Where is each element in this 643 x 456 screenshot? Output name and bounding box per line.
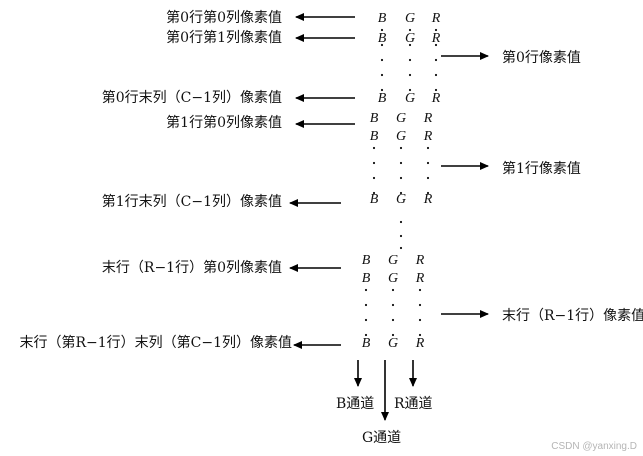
label-lastrow-col0: 末行（R−1行）第0列像素值	[102, 259, 282, 276]
ellipsis-dot	[372, 161, 376, 165]
r-channel-label: R通道	[394, 396, 433, 412]
ellipsis-dot	[380, 28, 384, 32]
ellipsis-dot	[434, 28, 438, 32]
ellipsis-dot	[391, 318, 395, 322]
ellipsis-dot	[399, 176, 403, 180]
ellipsis-dot	[372, 191, 376, 195]
pixel-g-value: G	[405, 91, 415, 106]
b-channel-label: B通道	[336, 396, 374, 412]
ellipsis-dot	[399, 220, 403, 224]
pixel-g-value: G	[396, 192, 406, 207]
label-row1-lastcol: 第1行末列（C−1列）像素值	[102, 193, 282, 210]
ellipsis-dot	[434, 43, 438, 47]
label-row0-col0: 第0行第0列像素值	[166, 9, 282, 26]
pixel-b-value: B	[362, 253, 371, 268]
pixel-r-value: R	[415, 253, 425, 268]
pixel-g-value: G	[396, 111, 406, 126]
pixel-g-value: G	[405, 31, 415, 46]
pixel-g-value: G	[405, 11, 415, 26]
pixel-b-value: B	[378, 31, 387, 46]
ellipsis-dot	[399, 146, 403, 150]
label-row0-lastcol: 第0行末列（C−1列）像素值	[102, 89, 282, 106]
ellipsis-dot	[434, 58, 438, 62]
ellipsis-dot	[399, 234, 403, 238]
group-label-lastrow: 末行（R−1行）像素值	[502, 308, 643, 324]
ellipsis-dot	[408, 28, 412, 32]
pixel-g-value: G	[396, 129, 406, 144]
pixel-b-value: B	[362, 336, 371, 351]
ellipsis-dot	[364, 288, 368, 292]
ellipsis-dot	[434, 88, 438, 92]
ellipsis-dot	[418, 303, 422, 307]
pixel-b-value: B	[378, 11, 387, 26]
ellipsis-dot	[426, 146, 430, 150]
pixel-b-value: B	[370, 129, 379, 144]
group-label-row1: 第1行像素值	[502, 160, 581, 177]
pixel-r-value: R	[415, 336, 425, 351]
pixel-r-value: R	[423, 111, 433, 126]
ellipsis-dot	[408, 73, 412, 77]
ellipsis-dot	[399, 161, 403, 165]
label-row1-col0: 第1行第0列像素值	[166, 114, 282, 131]
ellipsis-dot	[380, 88, 384, 92]
pixel-r-value: R	[431, 31, 441, 46]
pixel-g-value: G	[388, 253, 398, 268]
ellipsis-dot	[426, 176, 430, 180]
pixel-b-value: B	[370, 192, 379, 207]
ellipsis-dot	[408, 88, 412, 92]
ellipsis-dot	[399, 191, 403, 195]
watermark: CSDN @yanxing.D	[551, 441, 637, 452]
ellipsis-dot	[380, 58, 384, 62]
ellipsis-dot	[391, 333, 395, 337]
pixel-b-value: B	[378, 91, 387, 106]
pixel-g-value: G	[388, 271, 398, 286]
ellipsis-dot	[399, 246, 403, 250]
ellipsis-dot	[426, 191, 430, 195]
ellipsis-dot	[418, 318, 422, 322]
label-lastrow-lastcol: 末行（第R−1行）末列（第C−1列）像素值	[19, 334, 292, 351]
pixel-g-value: G	[388, 336, 398, 351]
ellipsis-dot	[364, 318, 368, 322]
ellipsis-dot	[418, 288, 422, 292]
pixel-b-value: B	[362, 271, 371, 286]
ellipsis-dot	[391, 288, 395, 292]
ellipsis-dot	[380, 43, 384, 47]
label-row0-col1: 第0行第1列像素值	[166, 29, 282, 46]
ellipsis-dot	[408, 58, 412, 62]
ellipsis-dot	[372, 146, 376, 150]
ellipsis-dot	[434, 73, 438, 77]
pixel-r-value: R	[423, 192, 433, 207]
ellipsis-dot	[364, 303, 368, 307]
pixel-b-value: B	[370, 111, 379, 126]
g-channel-label: G通道	[362, 430, 401, 446]
pixel-r-value: R	[431, 91, 441, 106]
ellipsis-dot	[380, 73, 384, 77]
pixel-r-value: R	[431, 11, 441, 26]
ellipsis-dot	[426, 161, 430, 165]
pixel-r-value: R	[423, 129, 433, 144]
ellipsis-dot	[364, 333, 368, 337]
ellipsis-dot	[418, 333, 422, 337]
ellipsis-dot	[408, 43, 412, 47]
ellipsis-dot	[391, 303, 395, 307]
pixel-r-value: R	[415, 271, 425, 286]
ellipsis-dot	[372, 176, 376, 180]
group-label-row0: 第0行像素值	[502, 49, 581, 66]
